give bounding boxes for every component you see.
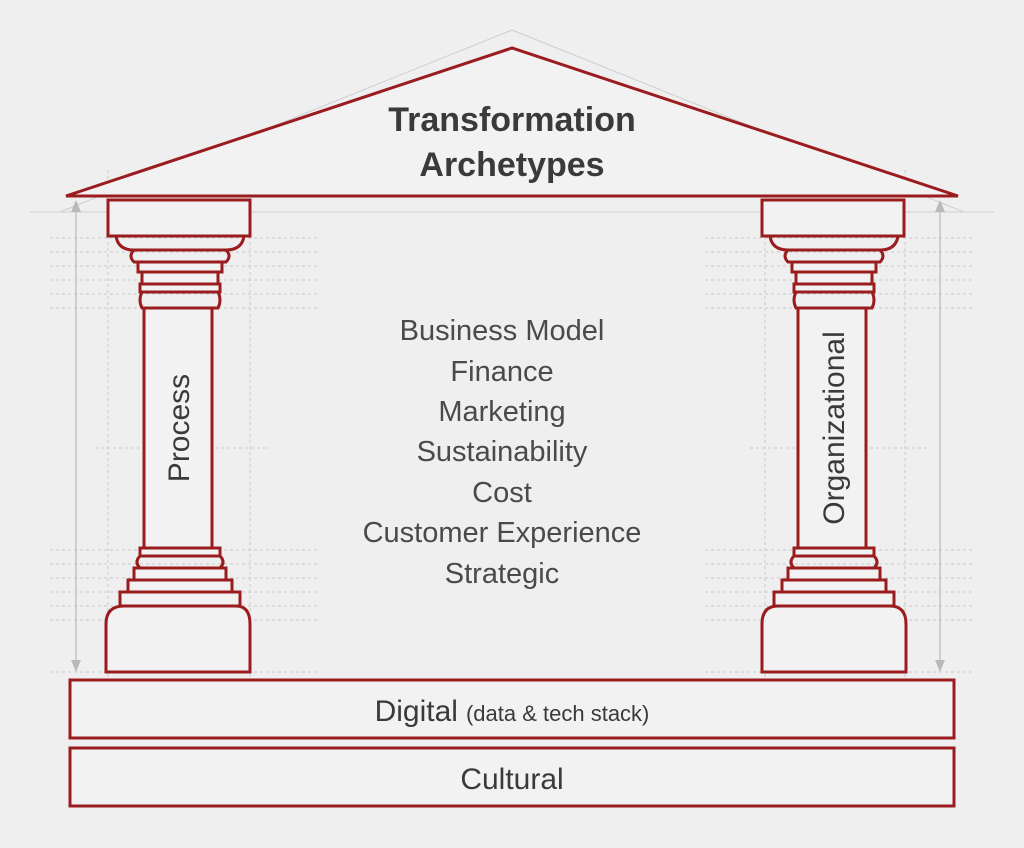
list-item: Cost bbox=[472, 477, 532, 509]
roof-title-line2: Archetypes bbox=[419, 146, 604, 184]
left-pillar-label: Process bbox=[163, 374, 196, 482]
right-height-arrow bbox=[935, 200, 945, 672]
left-height-arrow bbox=[71, 200, 81, 672]
cultural-band-label: Cultural bbox=[460, 763, 563, 796]
list-item: Finance bbox=[450, 356, 553, 388]
list-item: Marketing bbox=[438, 396, 565, 428]
digital-main-text: Digital bbox=[375, 695, 458, 728]
center-archetype-list: Business Model Finance Marketing Sustain… bbox=[363, 315, 642, 590]
digital-band: Digital (data & tech stack) bbox=[68, 678, 956, 740]
list-item: Customer Experience bbox=[363, 517, 642, 549]
digital-sub-text: (data & tech stack) bbox=[466, 701, 649, 726]
list-item: Strategic bbox=[445, 558, 559, 590]
roof-title-line1: Transformation bbox=[388, 101, 635, 139]
list-item: Sustainability bbox=[417, 436, 588, 468]
digital-band-label: Digital (data & tech stack) bbox=[375, 695, 650, 728]
cultural-band: Cultural bbox=[68, 746, 956, 808]
left-pillar: Process bbox=[104, 198, 252, 674]
right-pillar-label: Organizational bbox=[818, 331, 851, 524]
roof-pediment bbox=[65, 46, 959, 198]
right-pillar: Organizational bbox=[760, 198, 908, 674]
list-item: Business Model bbox=[400, 315, 605, 347]
